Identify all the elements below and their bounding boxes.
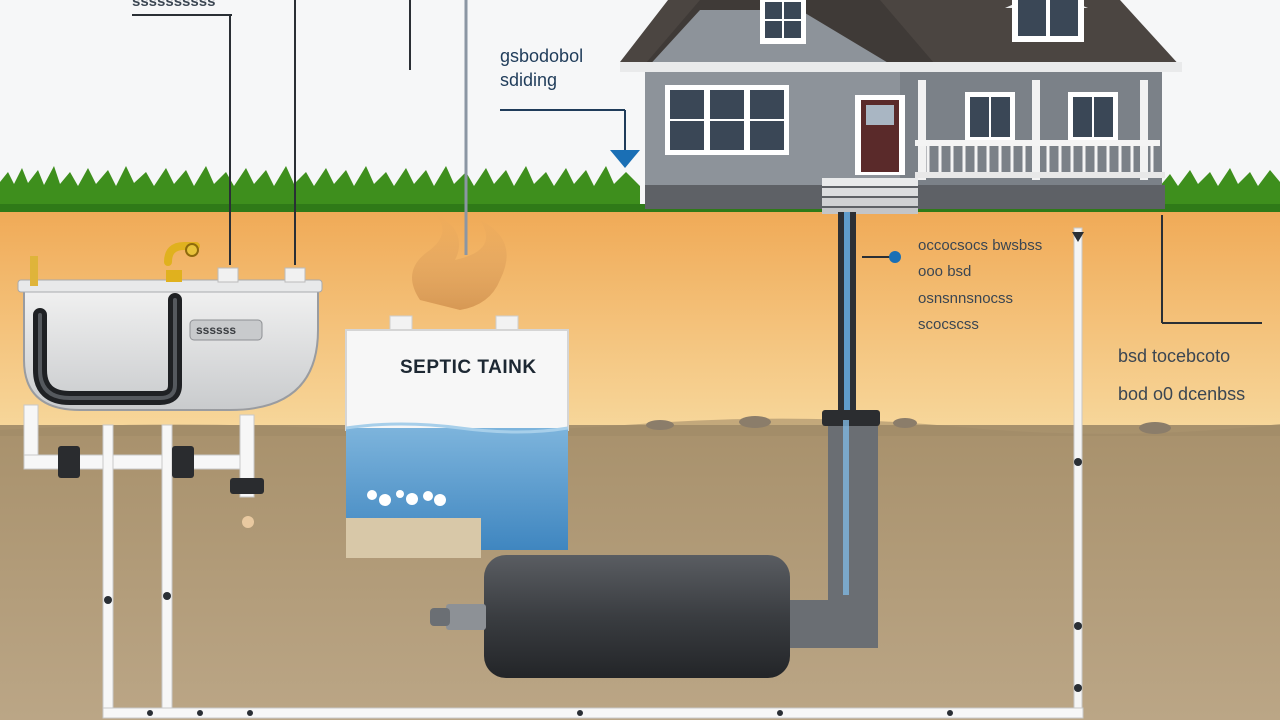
pipe-fittings [58,446,264,494]
pebbles [646,416,1171,434]
tub-drain-pipes [23,404,1084,719]
pipe-callout [862,215,1262,324]
house-callout-line-2: sdiding [500,70,558,91]
septic-tank [345,315,569,558]
gas-plume [412,210,507,310]
elbow-pipe [788,418,878,648]
arrow-head [610,150,640,168]
house-drain-water [844,212,850,592]
valve-icon [164,242,200,282]
soil-boundary [0,418,1280,436]
right-callout-line-2: bod o0 dcenbss [1118,383,1246,404]
top-left-label: ssssssssss [132,0,216,10]
leader-lines [132,0,411,265]
grass [0,166,640,212]
house-callout: gsbodobol sdiding [500,44,583,93]
pipe-callout-text: occocsocs bwsbss ooo bsd osnsnnsnocss sc… [918,233,1042,338]
house [620,0,1182,214]
pipe-callout-line-1: occocsocs bwsbss [918,237,1043,254]
right-drain-pipe [1072,227,1084,709]
tub-label: ssssss [196,323,237,337]
distribution-cylinder [430,555,790,678]
grass-right [1160,168,1280,210]
house-callout-line-1: gsbodobol [500,46,584,66]
pipe-callout-line-4: scocscss [918,315,979,333]
right-callout-text: bsd tocebcoto bod o0 dcenbss [1118,338,1245,414]
callout-dot [889,251,901,263]
right-callout-line-1: bsd tocebcoto [1118,346,1231,366]
house-callout-arrow [500,109,626,152]
pipe-callout-line-3: osnsnnsnocss [918,289,1014,307]
pipe-callout-line-2: ooo bsd [918,263,972,281]
septic-tank-label: SEPTIC TAINK [400,357,537,378]
